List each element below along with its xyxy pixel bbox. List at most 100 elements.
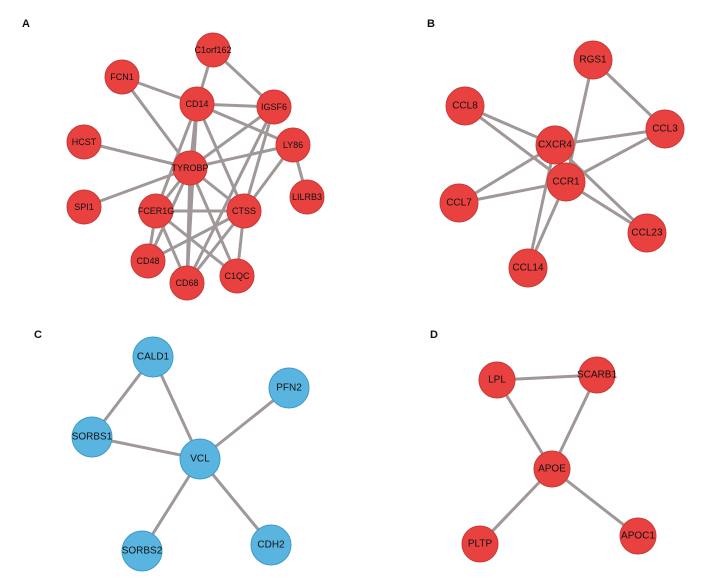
node-cald1: CALD1 [132, 336, 174, 378]
node-label-ccr1: CCR1 [552, 177, 580, 188]
node-circle-lilrb3 [289, 179, 325, 215]
node-circle-c1qc [219, 258, 255, 294]
node-circle-sorbs2 [121, 530, 163, 572]
edge-ly86-tyrobp [188, 143, 295, 170]
node-circle-ccl14 [508, 248, 548, 288]
node-label-cxcr4: CXCR4 [538, 140, 572, 151]
node-circle-cald1 [132, 336, 174, 378]
node-label-ccl23: CCL23 [631, 228, 663, 239]
node-circle-ly86 [275, 127, 311, 163]
node-label-ccl3: CCL3 [652, 124, 678, 135]
edge-igsf6-cd68 [185, 105, 276, 285]
node-label-lilrb3: LILRB3 [292, 192, 322, 202]
node-cd48: CD48 [130, 243, 166, 279]
node-ccl23: CCL23 [627, 213, 667, 253]
node-sorbs2: SORBS2 [121, 530, 163, 572]
node-label-rgs1: RGS1 [579, 55, 607, 66]
node-c1qc: C1QC [219, 258, 255, 294]
node-label-sorbs2: SORBS2 [122, 546, 163, 557]
node-cdh2: CDH2 [250, 524, 292, 566]
node-label-ccl14: CCL14 [512, 263, 544, 274]
edge-cd14-ctss [195, 102, 246, 213]
node-ctss: CTSS [226, 193, 262, 229]
node-label-spi1: SPI1 [74, 202, 94, 212]
node-sorbs1: SORBS1 [71, 416, 113, 458]
node-label-hcst: HCST [72, 137, 97, 147]
node-label-fcer1g: FCER1G [138, 206, 175, 216]
node-label-cdh2: CDH2 [257, 540, 285, 551]
node-pfn2: PFN2 [268, 367, 310, 409]
node-ccl14: CCL14 [508, 248, 548, 288]
node-circle-fcer1g [138, 193, 174, 229]
node-label-lpl: LPL [488, 375, 506, 386]
node-spi1: SPI1 [66, 189, 102, 225]
node-apoc1: APOC1 [619, 517, 657, 555]
node-circle-pfn2 [268, 367, 310, 409]
node-circle-rgs1 [573, 40, 613, 80]
node-circle-tyrobp [172, 150, 208, 186]
node-circle-apoe [533, 450, 571, 488]
panel-label-c: C [34, 329, 42, 341]
node-circle-cxcr4 [535, 125, 575, 165]
edge-ctss-cd48 [146, 209, 246, 263]
node-label-c1qc: C1QC [224, 271, 250, 281]
node-label-ccl8: CCL8 [452, 101, 478, 112]
node-label-apoc1: APOC1 [621, 531, 655, 542]
edge-tyrobp-cd68 [185, 166, 192, 285]
edge-spi1-tyrobp [82, 166, 192, 209]
node-circle-ccl3 [645, 109, 685, 149]
node-label-pfn2: PFN2 [276, 383, 302, 394]
node-hcst: HCST [66, 124, 102, 160]
node-ccl8: CCL8 [445, 86, 485, 126]
node-label-pltp: PLTP [468, 539, 493, 550]
node-circle-hcst [66, 124, 102, 160]
node-label-apoe: APOE [538, 464, 566, 475]
node-label-c1orf162: C1orf162 [194, 45, 231, 55]
node-circle-ccl8 [445, 86, 485, 126]
edge-igsf6-ctss [242, 105, 276, 213]
node-vcl: VCL [179, 438, 221, 480]
node-cxcr4: CXCR4 [535, 125, 575, 165]
node-label-sorbs1: SORBS1 [72, 432, 113, 443]
node-circle-cd68 [169, 265, 205, 301]
node-circle-fcn1 [104, 59, 140, 95]
node-scarb1: SCARB1 [577, 356, 617, 394]
node-circle-cdh2 [250, 524, 292, 566]
node-label-cd68: CD68 [175, 278, 198, 288]
node-rgs1: RGS1 [573, 40, 613, 80]
node-label-ctss: CTSS [232, 206, 256, 216]
node-circle-igsf6 [256, 89, 292, 125]
node-fcn1: FCN1 [104, 59, 140, 95]
node-label-ly86: LY86 [283, 140, 303, 150]
edge-cxcr4-ccl23 [553, 143, 649, 235]
node-lpl: LPL [478, 361, 516, 399]
node-cd14: CD14 [179, 86, 215, 122]
node-circle-cd14 [179, 86, 215, 122]
node-circle-apoc1 [619, 517, 657, 555]
node-label-fcn1: FCN1 [110, 72, 134, 82]
node-circle-ctss [226, 193, 262, 229]
edge-tyrobp-c1qc [188, 166, 239, 278]
node-ly86: LY86 [275, 127, 311, 163]
node-c1orf162: C1orf162 [194, 32, 232, 68]
node-circle-ccl7 [439, 183, 479, 223]
node-circle-pltp [461, 525, 499, 563]
node-circle-ccl23 [627, 213, 667, 253]
node-label-ccl7: CCL7 [446, 198, 472, 209]
node-ccl3: CCL3 [645, 109, 685, 149]
panel-label-a: A [22, 18, 30, 30]
node-label-cald1: CALD1 [137, 352, 170, 363]
node-circle-spi1 [66, 189, 102, 225]
node-pltp: PLTP [461, 525, 499, 563]
node-apoe: APOE [533, 450, 571, 488]
edge-hcst-tyrobp [82, 140, 192, 170]
node-cd68: CD68 [169, 265, 205, 301]
node-igsf6: IGSF6 [256, 89, 292, 125]
panel-label-b: B [427, 18, 435, 30]
node-circle-vcl [179, 438, 221, 480]
